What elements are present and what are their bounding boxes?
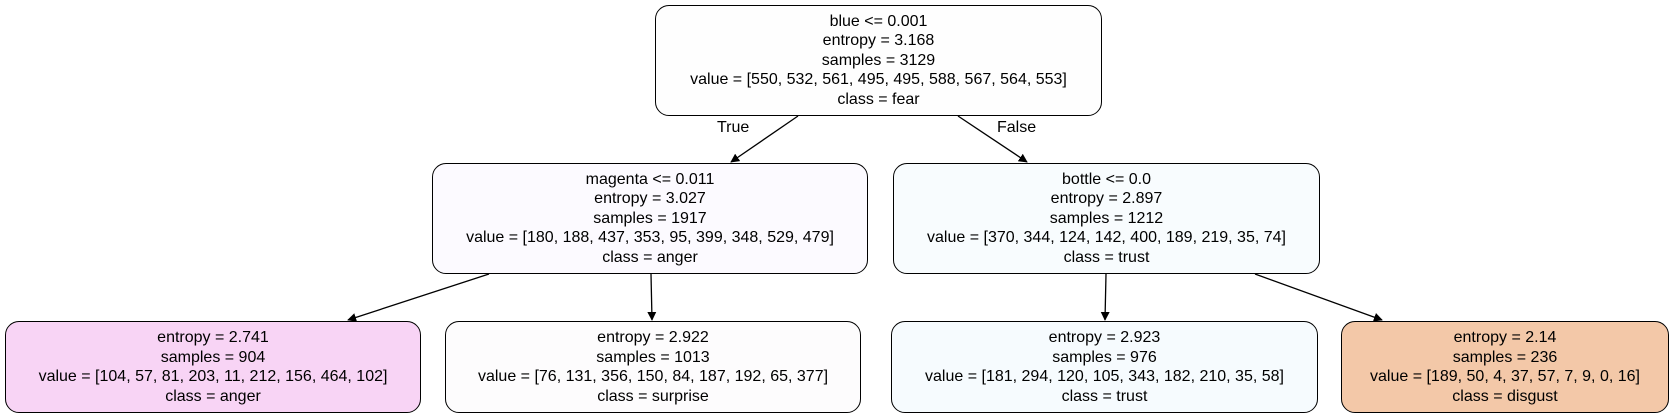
node-value: value = [550, 532, 561, 495, 495, 588, 5…	[690, 71, 1067, 89]
node-entropy: entropy = 3.027	[594, 190, 706, 208]
node-leaf-rl[interactable]: entropy = 2.923 samples = 976 value = [1…	[891, 321, 1318, 413]
node-split: magenta <= 0.011	[585, 170, 715, 188]
edge-right-to-leaf-rr	[1254, 273, 1383, 322]
node-value: value = [104, 57, 81, 203, 11, 212, 156,…	[38, 368, 388, 385]
node-entropy: entropy = 2.923	[1048, 329, 1161, 346]
node-class: class = disgust	[1452, 387, 1558, 405]
node-class: class = surprise	[597, 387, 709, 405]
node-samples: samples = 1917	[593, 209, 707, 227]
edge-label-false: False	[997, 119, 1037, 136]
node-class: class = anger	[165, 387, 261, 405]
node-right[interactable]: bottle <= 0.0 entropy = 2.897 samples = …	[893, 163, 1320, 274]
edge-left-to-leaf-lr	[647, 273, 657, 321]
node-class: class = trust	[1061, 387, 1148, 405]
edge-left-to-leaf-ll	[347, 273, 490, 322]
edge-label-true: True	[717, 119, 750, 136]
node-samples: samples = 904	[160, 348, 266, 366]
node-samples: samples = 1212	[1049, 209, 1164, 227]
node-leaf-lr[interactable]: entropy = 2.922 samples = 1013 value = […	[445, 321, 861, 413]
node-left[interactable]: magenta <= 0.011 entropy = 3.027 samples…	[432, 163, 868, 274]
node-leaf-ll[interactable]: entropy = 2.741 samples = 904 value = [1…	[5, 321, 421, 413]
node-value: value = [181, 294, 120, 105, 343, 182, 2…	[925, 368, 1284, 385]
node-split: blue <= 0.001	[829, 12, 928, 30]
node-split: bottle <= 0.0	[1062, 170, 1151, 188]
node-entropy: entropy = 2.741	[157, 329, 269, 346]
node-samples: samples = 1013	[596, 348, 710, 366]
edge-root-to-left	[730, 115, 799, 163]
node-samples: samples = 976	[1052, 348, 1157, 366]
node-value: value = [370, 344, 124, 142, 400, 189, 2…	[927, 229, 1286, 247]
node-value: value = [180, 188, 437, 353, 95, 399, 34…	[466, 229, 834, 247]
node-class: class = fear	[837, 90, 920, 108]
node-entropy: entropy = 3.168	[822, 32, 935, 50]
edge-right-to-leaf-rl	[1100, 273, 1110, 321]
edge-root-to-right	[957, 115, 1028, 163]
node-entropy: entropy = 2.922	[597, 329, 709, 346]
node-entropy: entropy = 2.897	[1050, 190, 1163, 208]
node-value: value = [189, 50, 4, 37, 57, 7, 9, 0, 16…	[1370, 368, 1640, 385]
node-class: class = anger	[602, 248, 698, 266]
node-samples: samples = 236	[1452, 348, 1558, 366]
node-samples: samples = 3129	[821, 51, 936, 69]
node-leaf-rr[interactable]: entropy = 2.14 samples = 236 value = [18…	[1341, 321, 1669, 413]
node-root[interactable]: blue <= 0.001 entropy = 3.168 samples = …	[655, 5, 1102, 116]
node-class: class = trust	[1063, 248, 1150, 266]
node-value: value = [76, 131, 356, 150, 84, 187, 192…	[477, 368, 829, 385]
node-entropy: entropy = 2.14	[1453, 329, 1557, 346]
